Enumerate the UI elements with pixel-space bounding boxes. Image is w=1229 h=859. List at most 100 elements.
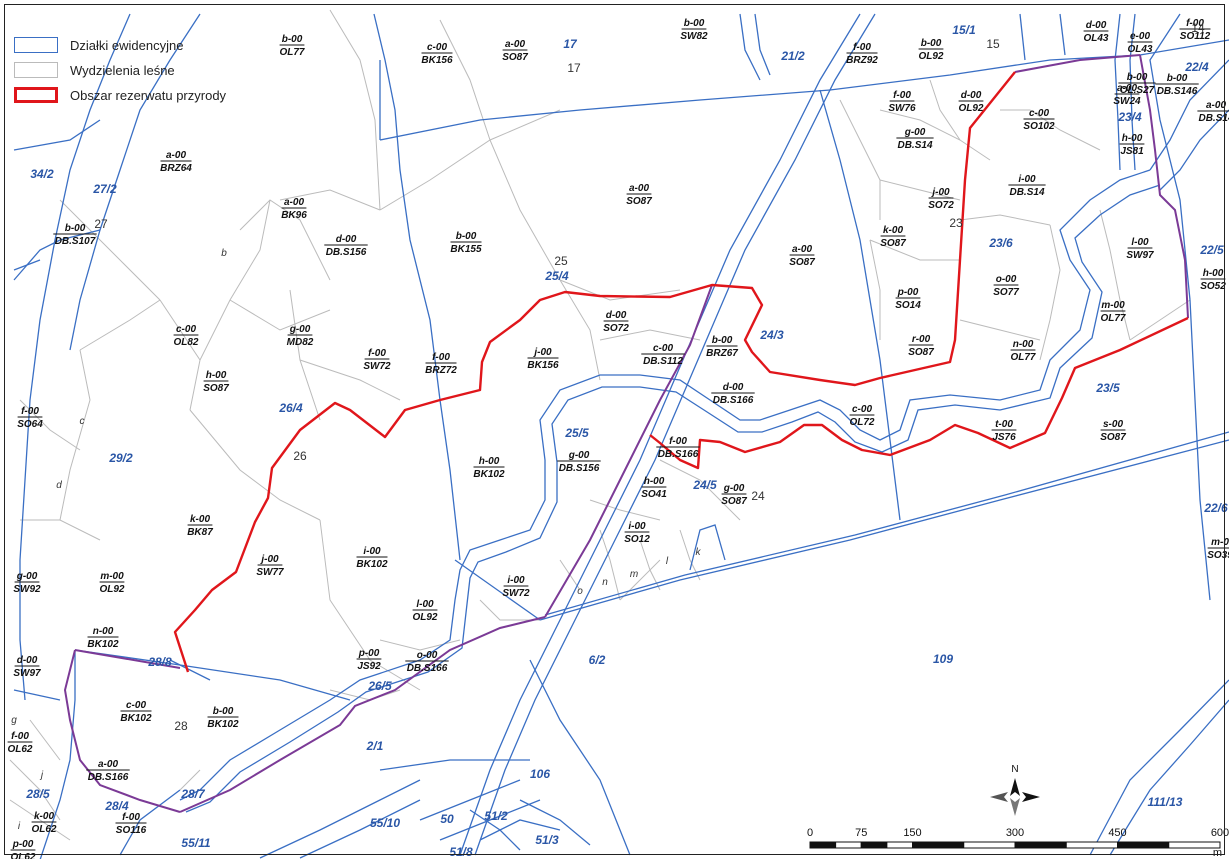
parcel-number: 28/5 [25, 787, 50, 801]
subdivision-stand: BK87 [187, 527, 213, 538]
parcel-number: 51/3 [535, 833, 559, 847]
subdivision-stand: SW97 [13, 668, 41, 679]
subdivision-code: b-00 [684, 18, 705, 29]
legend-label-subdivisions: Wydzielenia leśne [70, 62, 175, 78]
subdivision-code: f-00 [1186, 18, 1204, 29]
forest-section-number: 24 [751, 489, 765, 503]
subdivision-code: p-00 [12, 839, 34, 850]
subdivision-code: b-00 [213, 706, 234, 717]
subdivision-stand: SO112 [1180, 31, 1211, 42]
subdivision-code: f-00 [21, 406, 39, 417]
subdivision-code: g-00 [568, 450, 590, 461]
subdivision-stand: OL43 [1127, 44, 1152, 55]
subdivision-stand: BRZ92 [846, 55, 878, 66]
legend-item-subdivisions: Wydzielenia leśne [14, 59, 175, 81]
subdivision-stand: SO52 [1200, 281, 1226, 292]
subdivision-stand: SW24 [1113, 96, 1141, 107]
subdivision-letter: l [666, 556, 669, 567]
legend-label-reserve: Obszar rezerwatu przyrody [70, 87, 227, 103]
subdivision-code: n-00 [1013, 339, 1034, 350]
parcel-number: 2/1 [366, 739, 384, 753]
parcel-number: 26/5 [367, 679, 392, 693]
outer-boundary [63, 54, 1189, 813]
parcel-number: 28/8 [147, 655, 172, 669]
subdivision-stand: BK102 [207, 719, 239, 730]
parcel-number: 21/2 [780, 49, 805, 63]
scale-unit-label: m [1213, 847, 1222, 859]
subdivision-stand: SO12 [624, 534, 650, 545]
parcel-number: 24/5 [692, 478, 717, 492]
subdivision-stand: OL82 [173, 337, 198, 348]
subdivision-code: f-00 [432, 352, 450, 363]
east-arrow-needle-icon [1022, 792, 1040, 802]
subdivision-code: i-00 [507, 575, 525, 586]
parcel-number: 106 [530, 767, 550, 781]
subdivision-code: h-00 [479, 456, 500, 467]
subdivision-stand: SO87 [789, 257, 815, 268]
subdivision-stand: SO64 [17, 419, 43, 430]
subdivision-stand: DB.S14 [1009, 187, 1044, 198]
subdivision-letter: n [602, 577, 608, 588]
parcel-number: 6/2 [589, 653, 606, 667]
subdivision-code: i-00 [1018, 174, 1036, 185]
scale-bar-segment [886, 841, 913, 849]
forest-section-number: 28 [174, 719, 188, 733]
subdivision-stand: SW76 [888, 103, 916, 114]
parcel-number: 15/1 [952, 23, 976, 37]
subdivision-code: i-00 [363, 546, 381, 557]
subdivision-stand: BK156 [421, 55, 453, 66]
scale-tick-label: 450 [1108, 827, 1126, 839]
subdivision-stand: BK96 [281, 210, 307, 221]
parcel-number: 51/8 [449, 845, 473, 859]
subdivision-stand: OL77 [279, 47, 304, 58]
scale-tick-label: 300 [1006, 827, 1024, 839]
legend-label-parcels: Działki ewidencyjne [70, 37, 184, 53]
parcel-number: 51/2 [484, 809, 508, 823]
subdivision-code: c-00 [427, 42, 447, 53]
parcel-number: 23/6 [988, 236, 1013, 250]
subdivision-stand: SO87 [908, 347, 934, 358]
river-double-line [179, 169, 1161, 813]
legend-swatch-subdivisions [14, 62, 58, 78]
subdivision-code: h-00 [206, 370, 227, 381]
subdivision-stand: SW92 [13, 584, 41, 595]
subdivision-stand: OL92 [918, 51, 943, 62]
subdivision-code: b-00 [456, 231, 477, 242]
subdivision-stand: BK156 [527, 360, 559, 371]
subdivision-code: b-00 [1127, 72, 1148, 83]
subdivision-code: a-00 [505, 39, 525, 50]
subdivision-letter: d [56, 480, 62, 491]
subdivision-stand: OL72 [849, 417, 874, 428]
subdivision-stand: DB.S166 [88, 772, 129, 783]
subdivision-code: a-00 [98, 759, 118, 770]
subdivision-stand: DB.S146 [1157, 86, 1198, 97]
subdivision-code: o-00 [996, 274, 1017, 285]
subdivision-code: g-00 [723, 483, 745, 494]
scale-bar-segment [1117, 841, 1170, 849]
